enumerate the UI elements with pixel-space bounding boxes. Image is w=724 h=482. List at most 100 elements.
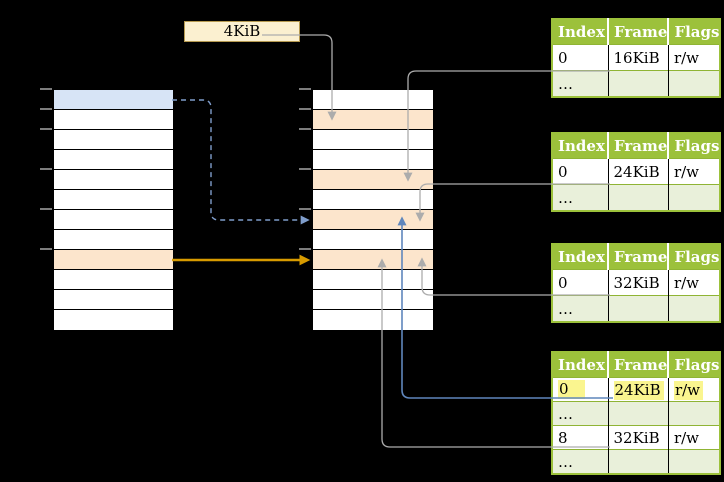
virtual-page-row xyxy=(54,210,173,230)
address-tick xyxy=(299,88,311,90)
table-cell: 32KiB xyxy=(607,425,669,450)
page-size-label-text: 4KiB xyxy=(223,22,261,40)
column-header: Flags xyxy=(667,133,721,159)
table-cell: r/w xyxy=(667,44,721,71)
physical-memory-column xyxy=(312,89,434,331)
address-tick xyxy=(40,108,52,110)
page-size-label: 4KiB xyxy=(184,21,300,42)
table-cell: … xyxy=(552,184,608,211)
address-tick xyxy=(299,108,311,110)
virtual-page-row xyxy=(54,130,173,150)
table-cell xyxy=(607,295,669,322)
table-cell xyxy=(667,184,721,211)
address-tick xyxy=(299,168,311,170)
column-header: Index xyxy=(552,244,608,270)
table-cell xyxy=(667,401,721,426)
column-header: Flags xyxy=(667,19,721,45)
address-tick xyxy=(40,128,52,130)
table-cell xyxy=(667,295,721,322)
table-row: 0 24KiB r/w xyxy=(552,377,721,402)
column-header: Frame xyxy=(606,19,669,45)
table-cell xyxy=(607,70,669,97)
column-header: Frame xyxy=(606,244,669,270)
address-tick xyxy=(40,88,52,90)
highlighted-value: 24KiB xyxy=(613,380,664,400)
virtual-memory-column xyxy=(53,89,174,331)
table-cell: r/w xyxy=(667,425,721,450)
column-header: Flags xyxy=(667,352,721,378)
physical-frame-row xyxy=(313,110,433,130)
column-header: Index xyxy=(552,352,608,378)
table-cell xyxy=(667,70,721,97)
column-header: Frame xyxy=(606,352,669,378)
table-cell: … xyxy=(552,401,608,426)
table-cell: 0 xyxy=(552,269,608,296)
column-header: Flags xyxy=(667,244,721,270)
table-cell: 0 xyxy=(552,44,608,71)
table-row: … xyxy=(552,70,721,97)
table-row: … xyxy=(552,295,721,322)
physical-frame-row xyxy=(313,150,433,170)
virtual-page-row xyxy=(54,170,173,190)
physical-frame-row xyxy=(313,130,433,150)
table-cell: … xyxy=(552,70,608,97)
address-tick xyxy=(40,248,52,250)
virtual-page-row xyxy=(54,230,173,250)
column-header: Index xyxy=(552,19,608,45)
table-cell: r/w xyxy=(667,269,721,296)
table-row: … xyxy=(552,184,721,211)
table-row: … xyxy=(552,401,721,426)
table-cell xyxy=(607,449,669,474)
physical-frame-row xyxy=(313,90,433,110)
column-header: Frame xyxy=(606,133,669,159)
table-cell xyxy=(667,449,721,474)
address-tick xyxy=(40,208,52,210)
physical-frame-row xyxy=(313,230,433,250)
address-tick xyxy=(299,248,311,250)
physical-frame-row xyxy=(313,310,433,330)
virtual-page-row xyxy=(54,290,173,310)
table-cell: r/w xyxy=(667,377,721,402)
table-cell: 32KiB xyxy=(607,269,669,296)
table-cell: … xyxy=(552,449,608,474)
virtual-page-row xyxy=(54,310,173,330)
virtual-page-row xyxy=(54,270,173,290)
table-cell: 24KiB xyxy=(607,158,669,185)
virtual-page-row xyxy=(54,250,173,270)
table-cell xyxy=(607,401,669,426)
table-cell: 8 xyxy=(552,425,608,450)
table-cell: 16KiB xyxy=(607,44,669,71)
table-cell: 0 xyxy=(552,158,608,185)
physical-frame-row xyxy=(313,250,433,270)
virtual-page-row xyxy=(54,150,173,170)
table-cell: … xyxy=(552,295,608,322)
highlighted-value: r/w xyxy=(673,380,704,400)
table-cell: 24KiB xyxy=(607,377,669,402)
physical-frame-row xyxy=(313,290,433,310)
column-header: Index xyxy=(552,133,608,159)
address-tick xyxy=(299,208,311,210)
table-cell: 0 xyxy=(552,377,608,402)
physical-frame-row xyxy=(313,170,433,190)
virtual-page-row xyxy=(54,90,173,110)
address-tick xyxy=(40,168,52,170)
translation-arrow-page0-dashed xyxy=(172,99,310,225)
table-row: … xyxy=(552,449,721,474)
physical-frame-row xyxy=(313,210,433,230)
physical-frame-row xyxy=(313,270,433,290)
table-cell xyxy=(607,184,669,211)
address-tick xyxy=(299,128,311,130)
physical-frame-row xyxy=(313,190,433,210)
virtual-page-row xyxy=(54,110,173,130)
table-cell: r/w xyxy=(667,158,721,185)
highlighted-value: 0 xyxy=(558,380,585,399)
